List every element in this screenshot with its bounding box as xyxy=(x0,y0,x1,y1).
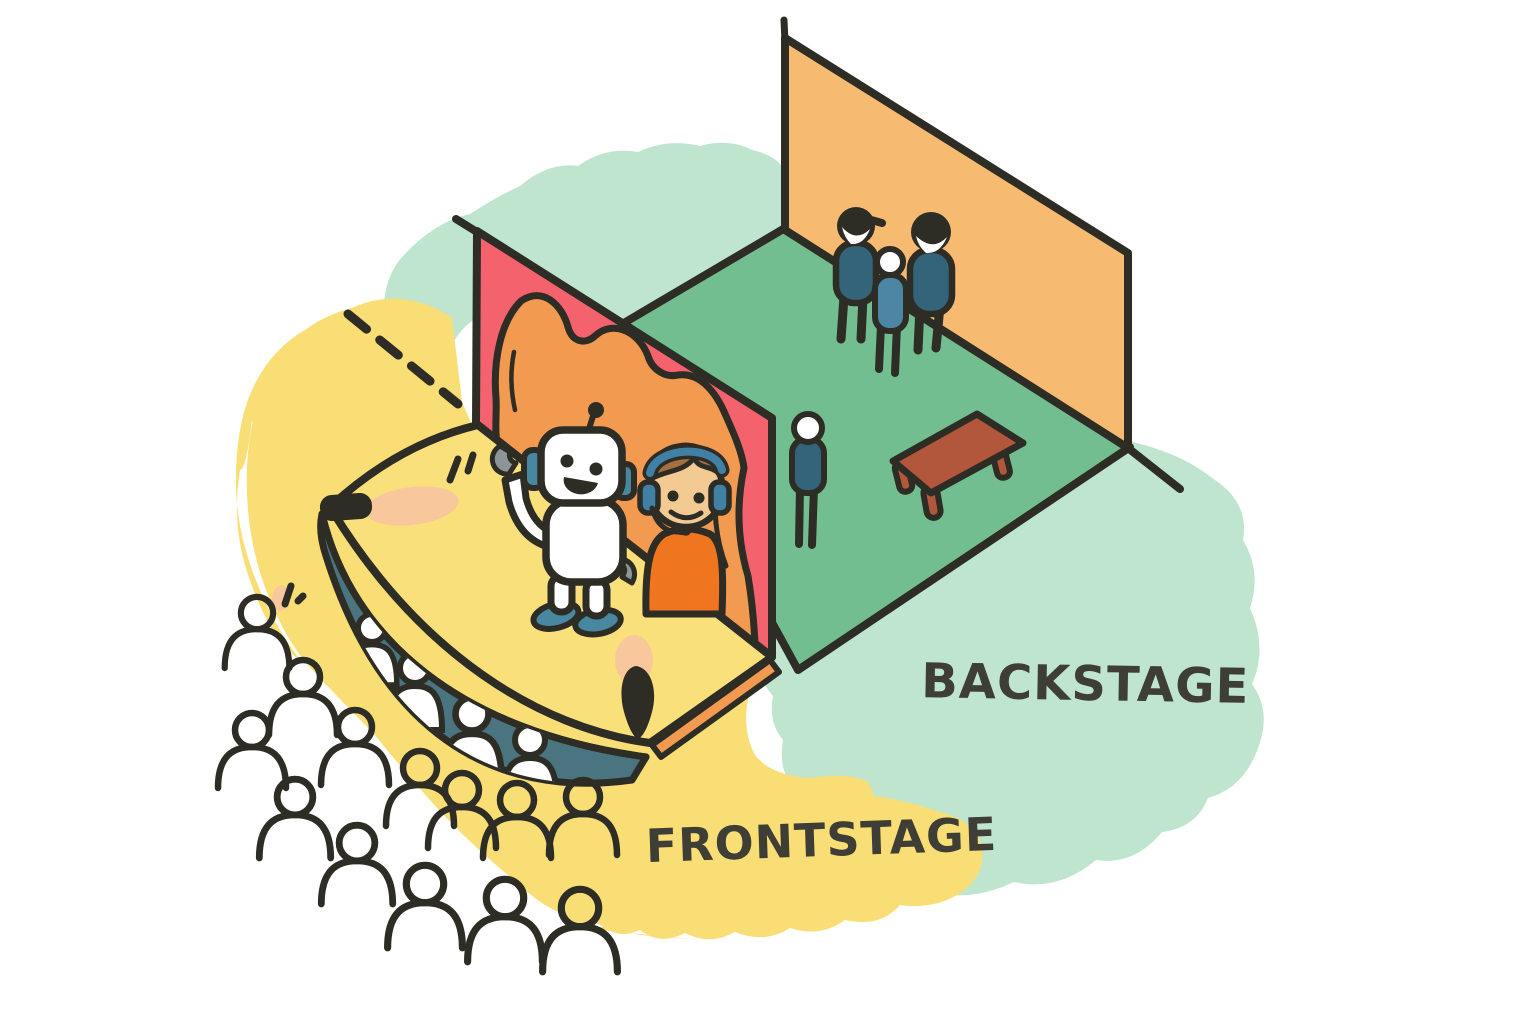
robot-head xyxy=(537,426,626,507)
frontstage-label: FRONTSTAGE xyxy=(645,807,998,873)
person-eye xyxy=(667,490,679,502)
headset-earcup xyxy=(708,479,732,516)
audience-figure xyxy=(388,865,463,948)
accent-marks xyxy=(271,451,477,611)
crew-figure-cap-right xyxy=(906,212,956,355)
person-eye xyxy=(693,492,705,504)
crew-figure-cap-left xyxy=(832,207,887,344)
robot-mouth xyxy=(563,477,598,495)
robot-body xyxy=(542,496,627,586)
wall-top-overshoot xyxy=(780,16,789,46)
curtain-fold-left xyxy=(509,349,518,413)
robot xyxy=(489,402,637,638)
dashed-line xyxy=(343,309,463,409)
audience-figure xyxy=(259,779,330,858)
backstage-solo-figure xyxy=(789,411,827,549)
headset-person xyxy=(637,442,732,618)
headset-band xyxy=(646,447,726,477)
footlight-glow xyxy=(365,486,459,526)
footlight-left xyxy=(319,486,459,526)
crew-face xyxy=(842,227,870,245)
robot-antenna-tip xyxy=(588,402,604,418)
robot-gripper xyxy=(489,443,519,477)
person-smile xyxy=(668,509,704,521)
cap-brim xyxy=(868,216,887,228)
table-top xyxy=(889,410,1027,497)
headset-mic xyxy=(673,525,691,536)
footlight-mic xyxy=(621,666,655,739)
audience-figure xyxy=(218,713,286,788)
crew-figure-middle xyxy=(872,246,909,377)
footlight-bar xyxy=(319,493,373,521)
wall-corner-overshoot xyxy=(1124,444,1184,493)
footlight-front xyxy=(615,635,655,739)
robot-eye xyxy=(589,462,603,476)
backstage-label: BACKSTAGE xyxy=(921,653,1250,715)
crew-face xyxy=(916,236,947,254)
curtain-corner-overshoot xyxy=(452,215,481,236)
audience-figure xyxy=(321,825,392,904)
robot-eye xyxy=(560,454,574,468)
backstage-crew xyxy=(832,207,956,377)
stage-edge-strip xyxy=(649,657,782,760)
backstage-table xyxy=(889,410,1027,521)
person-shirt xyxy=(642,525,727,618)
headset-earcup xyxy=(637,479,661,516)
